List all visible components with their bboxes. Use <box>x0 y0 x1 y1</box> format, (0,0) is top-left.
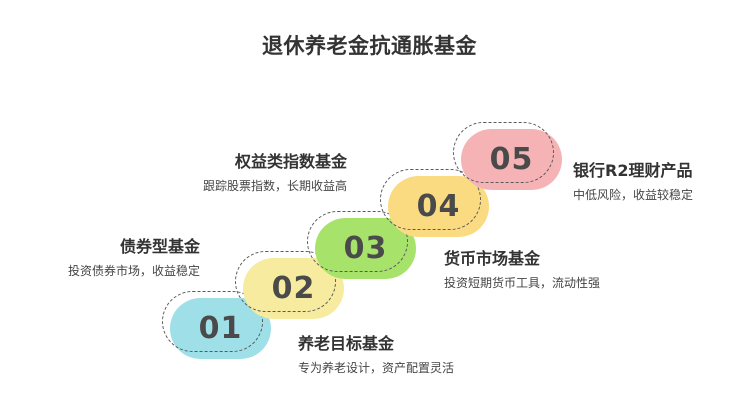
diagram-title: 退休养老金抗通胀基金 <box>262 34 477 58</box>
step-04-description: 跟踪股票指数，长期收益高 <box>202 179 347 193</box>
step-02-heading: 债券型基金 <box>119 237 200 256</box>
step-01-dashed-outline <box>162 291 263 352</box>
step-01-number: 01 <box>198 311 243 346</box>
step-02-description: 投资债券市场，收益稳定 <box>67 264 200 278</box>
step-04: 04 <box>380 169 489 237</box>
step-01-label: 养老目标基金 专为养老设计，资产配置灵活 <box>298 330 454 376</box>
step-05-heading: 银行R2理财产品 <box>573 161 693 180</box>
step-04-dashed-outline <box>380 169 481 230</box>
step-02-dashed-outline <box>235 251 336 312</box>
step-02-number: 02 <box>271 271 316 306</box>
step-05-label: 银行R2理财产品 中低风险，收益较稳定 <box>573 157 693 203</box>
step-04-number: 04 <box>416 189 461 224</box>
step-04-heading: 权益类指数基金 <box>234 152 347 171</box>
step-01-heading: 养老目标基金 <box>298 334 395 353</box>
step-05: 05 <box>453 122 562 190</box>
step-05-number: 05 <box>489 142 534 177</box>
step-05-description: 中低风险，收益较稳定 <box>573 188 694 202</box>
step-05-dashed-outline <box>453 122 554 183</box>
step-03-number: 03 <box>343 231 388 266</box>
step-02: 02 <box>235 251 344 319</box>
step-04-label: 权益类指数基金 跟踪股票指数，长期收益高 <box>203 148 347 194</box>
step-03-label: 货币市场基金 投资短期货币工具，流动性强 <box>444 245 600 291</box>
step-01-description: 专为养老设计，资产配置灵活 <box>298 361 455 375</box>
step-03-heading: 货币市场基金 <box>444 249 541 268</box>
step-03-dashed-outline <box>307 211 408 272</box>
step-03-description: 投资短期货币工具，流动性强 <box>444 276 601 290</box>
step-02-label: 债券型基金 投资债券市场，收益稳定 <box>68 233 200 279</box>
